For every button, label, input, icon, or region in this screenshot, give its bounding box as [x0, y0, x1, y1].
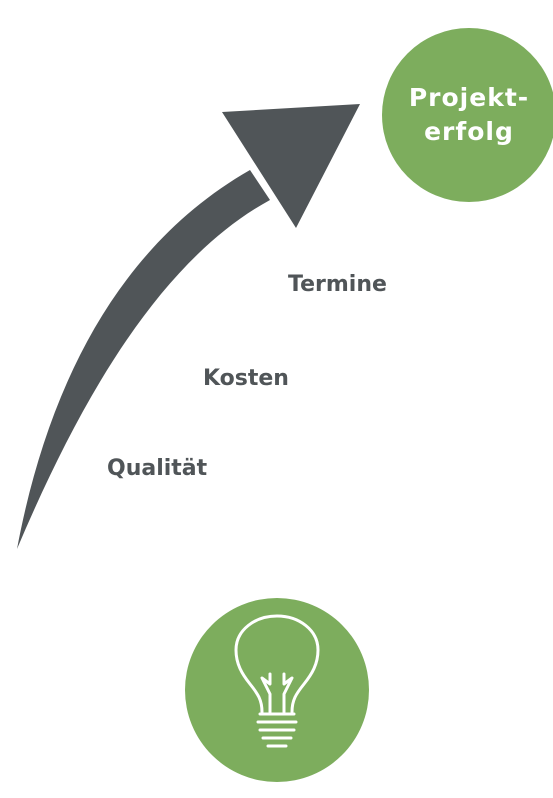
- goal-label-line1: Projekt-: [408, 83, 530, 112]
- bulb-glass: [234, 614, 320, 714]
- idea-circle: [185, 598, 369, 782]
- goal-circle: [382, 28, 553, 202]
- curved-arrow-icon: [17, 104, 360, 549]
- goal-label-line2: erfolg: [424, 117, 514, 146]
- factor-termine: Termine: [288, 272, 387, 297]
- factor-qualitaet: Qualität: [107, 456, 208, 481]
- lightbulb-icon: [234, 614, 320, 748]
- arrow-head: [222, 104, 360, 228]
- goal-label: Projekt- erfolg: [382, 28, 553, 202]
- bulb-filament: [260, 672, 294, 714]
- bulb-base: [256, 712, 298, 748]
- factor-kosten: Kosten: [203, 366, 289, 391]
- arrow-shaft: [17, 170, 270, 549]
